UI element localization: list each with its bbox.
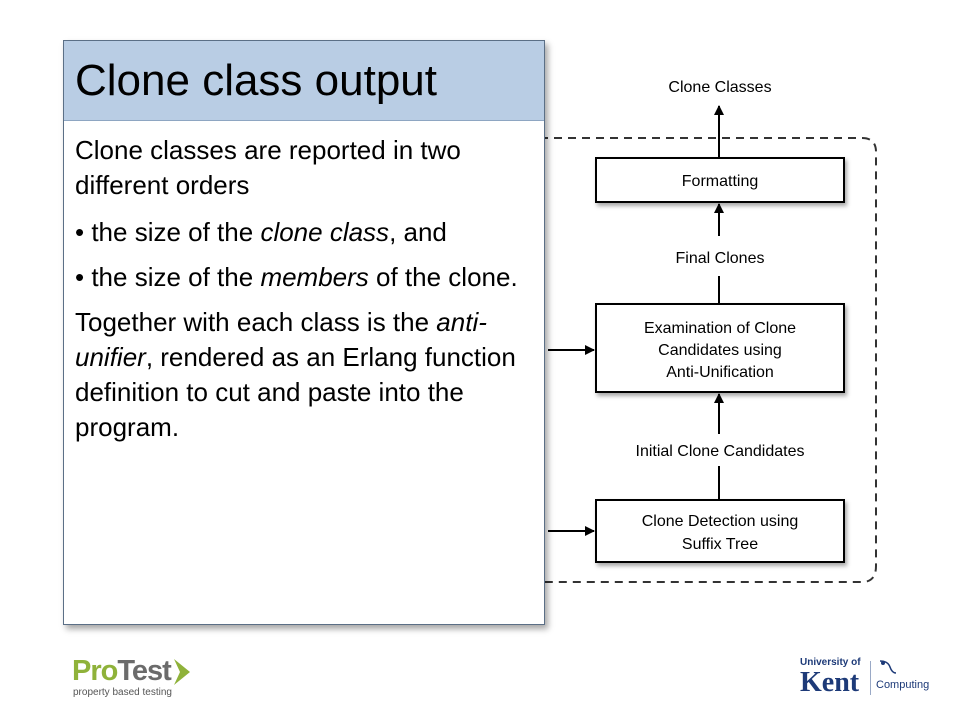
- bullet1-text-em: clone class: [260, 217, 390, 247]
- box-examination-line1: Examination of Clone: [644, 320, 796, 337]
- bullet1-text-post: , and: [389, 217, 447, 247]
- closing-text-post: , rendered as an Erlang function definit…: [75, 342, 516, 442]
- panel-body: Clone classes are reported in two differ…: [64, 121, 544, 445]
- kent-computing: Computing: [876, 679, 930, 691]
- bullet2-text-post: of the clone.: [368, 262, 518, 292]
- box-detection-line2: Suffix Tree: [682, 536, 758, 553]
- box-examination-line3: Anti-Unification: [666, 364, 774, 381]
- protest-wordmark: ProTest: [72, 655, 172, 688]
- kent-logo: University of Kent Computing: [800, 655, 930, 699]
- label-initial-candidates: Initial Clone Candidates: [636, 443, 805, 460]
- protest-test: Test: [117, 655, 171, 687]
- closing-text-pre: Together with each class is the: [75, 307, 437, 337]
- dashed-enclosure: [540, 137, 877, 583]
- protest-logo: ProTest property based testing: [72, 655, 202, 699]
- box-formatting-text: Formatting: [682, 173, 758, 190]
- title-bar: Clone class output: [64, 41, 544, 121]
- bullet1-text-pre: • the size of the: [75, 217, 261, 247]
- content-panel: Clone class output Clone classes are rep…: [63, 40, 545, 625]
- bullet2-text-em: members: [260, 262, 369, 292]
- chevron-right-icon: [174, 659, 190, 685]
- closing-text-em: anti-unifier: [75, 307, 487, 372]
- kent-divider: [870, 661, 871, 695]
- intro-text: Clone classes are reported in two differ…: [75, 135, 461, 200]
- kent-wordmark: Kent: [800, 667, 860, 698]
- label-clone-classes: Clone Classes: [668, 79, 771, 96]
- box-examination: Examination of Clone Candidates using An…: [595, 303, 845, 393]
- bullet-clone-class: • the size of the clone class, and: [75, 215, 532, 250]
- protest-pro: Pro: [72, 655, 118, 687]
- box-formatting: Formatting: [595, 157, 845, 203]
- box-detection: Clone Detection using Suffix Tree: [595, 499, 845, 563]
- slide-title: Clone class output: [75, 55, 437, 105]
- box-examination-line2: Candidates using: [658, 342, 782, 359]
- kent-university-of: University of: [800, 657, 861, 668]
- bullet2-text-pre: • the size of the: [75, 262, 261, 292]
- closing-text: Together with each class is the anti-uni…: [75, 305, 532, 445]
- label-final-clones: Final Clones: [676, 250, 765, 267]
- protest-tagline: property based testing: [73, 687, 172, 698]
- kent-crest-icon: [879, 660, 897, 674]
- box-detection-line1: Clone Detection using: [642, 513, 799, 530]
- bullet-members: • the size of the members of the clone.: [75, 260, 532, 295]
